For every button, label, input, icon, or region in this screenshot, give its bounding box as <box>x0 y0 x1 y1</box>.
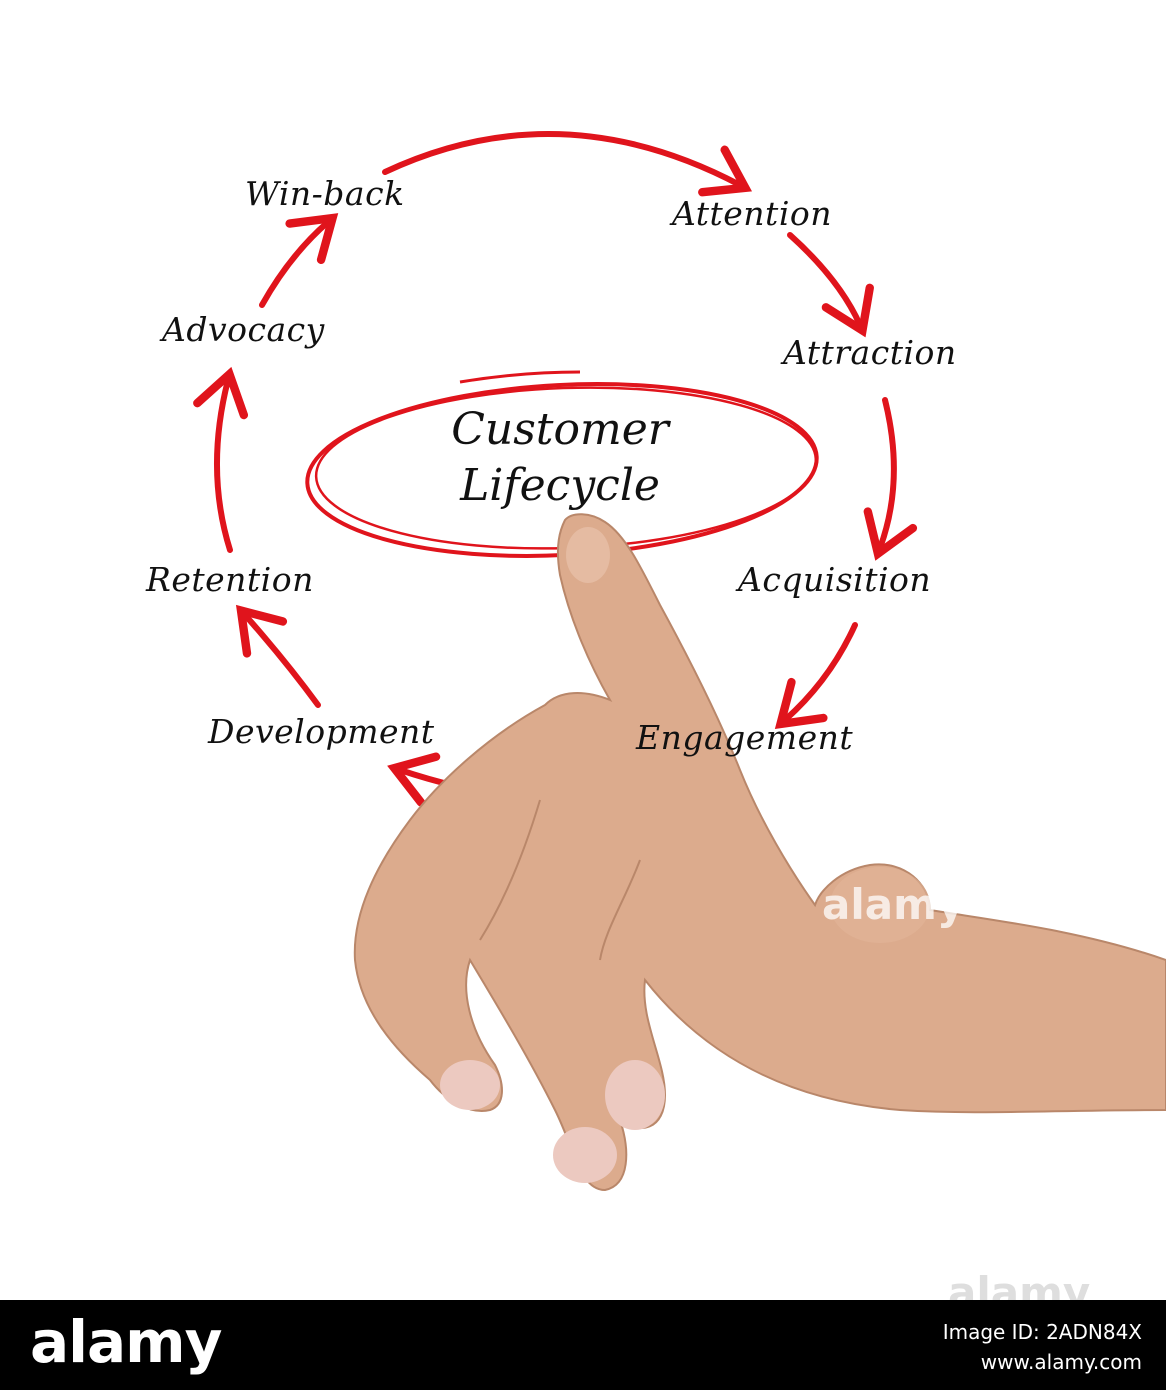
arrow-attention-to-attraction <box>787 232 874 338</box>
center-title-line2: Lifecycle <box>460 460 660 511</box>
ellipse-stroke-tail <box>459 370 581 384</box>
center-title: Customer Lifecycle <box>300 402 820 514</box>
arrow-advocacy-to-winback <box>259 213 339 308</box>
stage-attention: Attention <box>672 194 832 233</box>
footer-bar: alamy Image ID: 2ADN84X www.alamy.com <box>0 1300 1166 1390</box>
stage-acquisition: Acquisition <box>738 560 932 599</box>
footer-site: www.alamy.com <box>980 1350 1142 1374</box>
stage-engagement: Engagement <box>636 718 854 757</box>
arrow-acquisition-to-engagement <box>774 622 858 730</box>
stage-retention: Retention <box>146 560 314 599</box>
footer-image-id: Image ID: 2ADN84X <box>942 1320 1142 1344</box>
stage-win-back: Win-back <box>245 174 405 213</box>
arrow-retention-to-advocacy <box>193 366 249 553</box>
arrow-development-to-retention <box>235 604 321 708</box>
stage-advocacy: Advocacy <box>162 310 325 349</box>
center-title-line1: Customer <box>451 404 669 455</box>
pointing-hand <box>353 513 1166 1192</box>
arrow-winback-to-attention <box>382 131 753 197</box>
stage-attraction: Attraction <box>783 333 957 372</box>
watermark-logo: alamy <box>822 880 965 929</box>
cycle-arrows <box>193 131 1166 1192</box>
arrow-attraction-to-acquisition <box>863 397 918 561</box>
stage-development: Development <box>208 712 435 751</box>
footer-logo: alamy <box>30 1308 222 1376</box>
diagram-stage: Customer Lifecycle Win-back Attention At… <box>146 131 1166 1317</box>
